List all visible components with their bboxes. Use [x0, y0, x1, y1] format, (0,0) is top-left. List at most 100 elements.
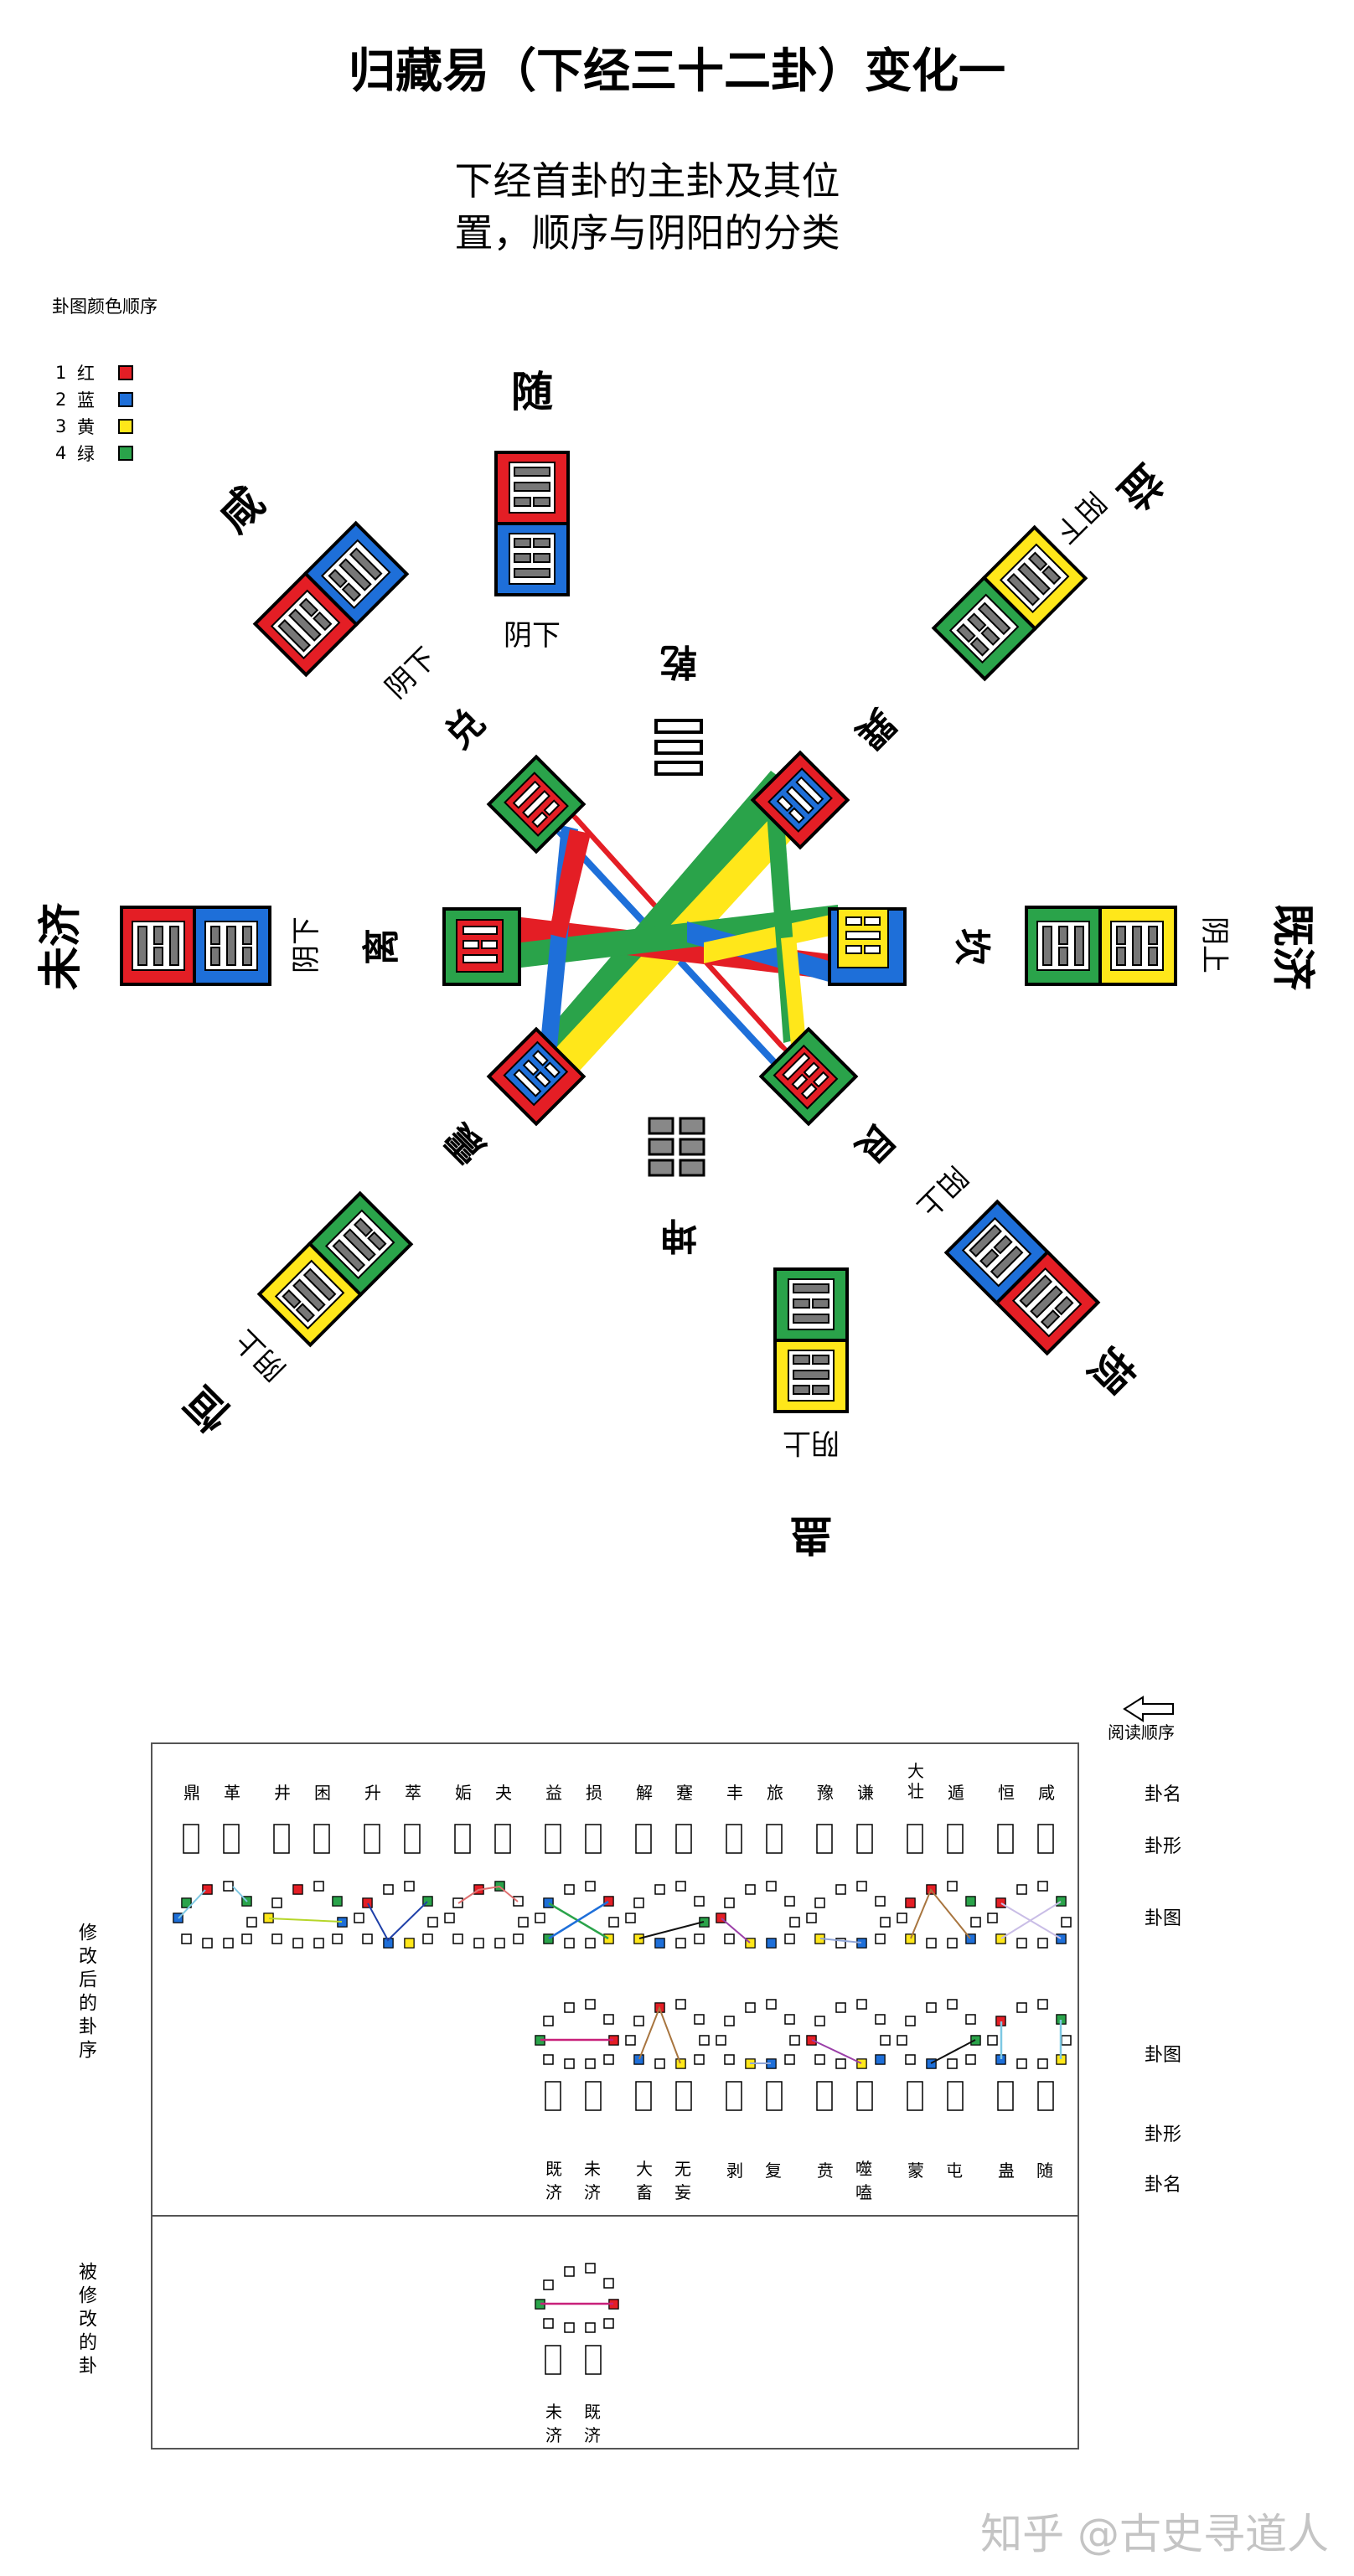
pair-name-2: 谦 [857, 1783, 874, 1803]
pair-name-2: 无妄 [674, 2159, 691, 2202]
pair-name-2: 复 [765, 2160, 782, 2181]
trigram-zhen [486, 1026, 587, 1127]
pair-diagram [716, 1824, 800, 1949]
legend-swatch-green [118, 446, 133, 461]
pair-diagram [716, 1999, 800, 2111]
legend-swatch-blue [118, 392, 133, 407]
legend-swatch-red [118, 365, 133, 380]
row-label-shape-top: 卦形 [1144, 1836, 1181, 1857]
pair-name-2: 随 [1036, 2160, 1053, 2181]
hexagram-heng [256, 1190, 414, 1348]
pair-name-2: 旅 [767, 1783, 783, 1803]
hexagram-sui [494, 451, 570, 596]
legend-num: 1 [55, 363, 67, 383]
zhen-label: 震 [437, 1114, 494, 1171]
band-red-vertical [549, 829, 591, 938]
legend-label: 蓝 [77, 390, 95, 410]
trigram-gen [758, 1026, 859, 1127]
sun-label: 损 [1079, 1339, 1143, 1402]
xian-label: 咸 [209, 478, 273, 541]
legend-item-red: 1 红 [55, 360, 133, 385]
legend-num: 2 [55, 390, 67, 410]
pair-name-1: 鼎 [183, 1783, 200, 1803]
original-section-label: 被修改的卦 [71, 2262, 96, 2379]
pair-name-1: 恒 [998, 1783, 1015, 1803]
row-label-diagram-bottom: 卦图 [1144, 2045, 1181, 2066]
modified-section-text: 修改后的卦序 [75, 1923, 96, 2063]
dui-label: 兑 [437, 701, 494, 757]
yi-label: 益 [1109, 455, 1172, 519]
legend-num: 3 [55, 416, 67, 436]
pair-name-2: 噬嗑 [855, 2159, 872, 2202]
pair-diagram [897, 1824, 981, 1949]
legend-num: 4 [55, 443, 67, 463]
pair-name-1: 豫 [817, 1783, 834, 1803]
sui-tag: 阴下 [504, 619, 561, 653]
kan-label: 坎 [950, 928, 993, 965]
hexagram-sun [943, 1199, 1101, 1356]
gu-tag: 阴上 [783, 1426, 840, 1459]
pair-name-1: 大畜 [636, 2159, 653, 2202]
modified-section-frame [151, 1742, 1079, 2217]
hexagram-weiji [120, 906, 271, 986]
pair-diagram [535, 1824, 619, 1949]
legend-swatch-yellow [118, 419, 133, 434]
legend-title: 卦图颜色顺序 [52, 297, 158, 317]
pair-diagram [444, 1824, 529, 1949]
legend-item-blue: 2 蓝 [55, 387, 133, 412]
pair-name-2: 革 [224, 1783, 240, 1803]
trigram-li [442, 907, 521, 986]
pair-original-weijijiji: 未济 既济 [534, 2262, 621, 2455]
pair-name-1: 蛊 [998, 2160, 1015, 2181]
band-yellow-vertical [781, 937, 806, 1045]
sui-label: 随 [511, 368, 553, 416]
pair-name-1: 姤 [455, 1783, 472, 1803]
pair-diagram [354, 1824, 438, 1949]
pair-name-1: 井 [274, 1783, 291, 1803]
pair-name-2: 未济 [584, 2159, 601, 2202]
pair-diagram [535, 1999, 619, 2111]
pair-diagram [173, 1824, 257, 1949]
band-yellow-horizontal [704, 913, 838, 963]
subtitle-line-2: 置，顺序与阴阳的分类 [454, 210, 840, 256]
xun-label: 巽 [847, 700, 903, 756]
jiji-tag: 阴上 [1197, 916, 1231, 973]
qian-symbol [654, 719, 703, 776]
band-blue-horizontal [687, 921, 838, 984]
kun-label: 坤 [660, 1214, 697, 1257]
hexagram-jiji [1025, 906, 1177, 986]
pair-diagram [625, 1824, 710, 1949]
original-section-text: 被修改的卦 [75, 2262, 96, 2379]
pair-diagram [263, 1824, 348, 1949]
trigram-kan [828, 907, 907, 986]
pair-diagram [535, 2263, 619, 2375]
pair-name-2: 咸 [1038, 1783, 1055, 1803]
gen-label: 艮 [846, 1115, 903, 1172]
reading-order-label: 阅读顺序 [1108, 1722, 1175, 1742]
bagua-diagram: 乾 坤 兑 巽 离 [36, 368, 1317, 1559]
sun-tag: 阳上 [910, 1159, 974, 1223]
weiji-label: 未济 [36, 902, 86, 990]
pair-name-2: 遁 [948, 1783, 964, 1803]
pair-name-1: 未济 [545, 2402, 562, 2445]
legend-label: 绿 [77, 444, 95, 464]
pair-name-1: 大壮 [907, 1761, 924, 1801]
original-section-frame [151, 2215, 1079, 2450]
xian-tag: 阴下 [380, 642, 443, 705]
band-green-horizontal [486, 905, 838, 972]
pair-diagram [897, 1999, 981, 2111]
hexagram-xian [252, 520, 410, 678]
pair-name-1: 升 [364, 1783, 381, 1803]
pair-name-2: 困 [314, 1783, 331, 1803]
top-pairs-row: 鼎 革 井 困 升 萃 [172, 1761, 1072, 1977]
band-green-diagonal [540, 771, 804, 1060]
pair-name-1: 蒙 [907, 2160, 924, 2181]
pair-name-1: 贲 [817, 2160, 834, 2181]
pair-name-2: 夬 [495, 1783, 512, 1803]
pair-name-2: 既济 [584, 2402, 601, 2445]
hexagram-gu [773, 1267, 849, 1413]
legend-label: 红 [77, 364, 95, 384]
qian-label: 乾 [660, 640, 697, 683]
trigram-dui [486, 754, 587, 854]
trigram-xun [750, 750, 850, 850]
